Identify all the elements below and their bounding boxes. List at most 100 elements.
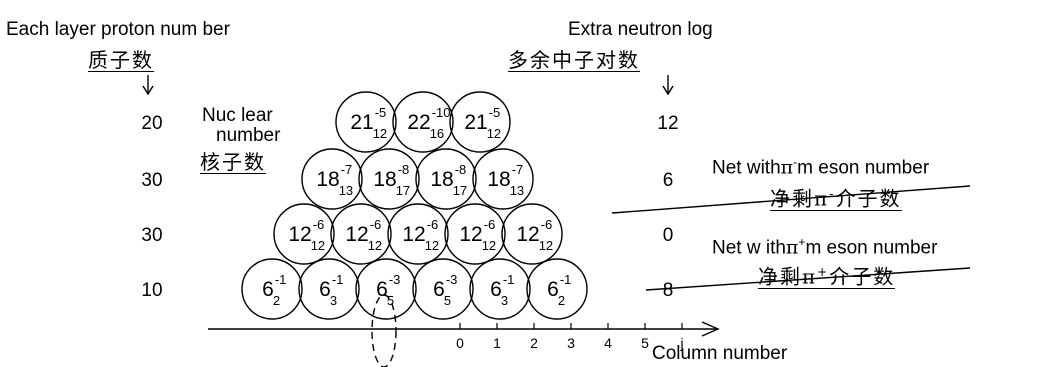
node-main-value: 6 <box>262 278 274 301</box>
nuclear-label-en-1: Nuc lear <box>202 105 273 126</box>
node-sup-value: -8 <box>398 162 410 177</box>
node-main-value: 6 <box>376 278 388 301</box>
dashed-ellipse <box>371 294 397 367</box>
nucleon-node: 12-612 <box>444 203 506 265</box>
nucleon-node: 12-612 <box>330 203 392 265</box>
proton-count: 30 <box>141 225 162 246</box>
node-sup-value: -10 <box>432 105 451 120</box>
nucleon-node: 6-13 <box>298 258 360 320</box>
node-circle <box>469 258 531 320</box>
nucleon-node: 18-713 <box>472 148 534 210</box>
axis-tick-label: j <box>679 335 683 351</box>
nucleon-node: 21-5 12 <box>335 91 397 153</box>
node-sup-value: -6 <box>484 217 496 232</box>
node-main-value: 12 <box>402 223 425 246</box>
nuclear-label-zh: 核子数 <box>200 150 266 174</box>
node-circle <box>358 148 420 210</box>
node-main-value: 22 <box>407 111 430 134</box>
node-main-value: 18 <box>430 168 453 191</box>
nucleon-node: 21-5 12 <box>449 91 511 153</box>
neutron-label-zh: 多余中子对数 <box>508 48 640 72</box>
node-sub-value: 3 <box>330 293 337 308</box>
pi-minus-label-en: Net withπ-m eson number <box>712 155 930 179</box>
node-sup-value: -6 <box>313 217 325 232</box>
node-sub-value: 12 <box>482 238 496 253</box>
extra-neutron-count: 0 <box>663 225 674 246</box>
axis-tick-label: 4 <box>604 335 612 351</box>
node-sub-value: 17 <box>396 183 410 198</box>
node-circle <box>444 203 506 265</box>
nucleon-node: 6-12 <box>241 258 303 320</box>
node-sup-value: -5 <box>489 105 501 120</box>
axis-arrow-icon <box>701 321 720 337</box>
nucleon-node: 18-817 <box>415 148 477 210</box>
extra-neutron-count: 12 <box>657 113 678 134</box>
node-sub-value: 12 <box>425 238 439 253</box>
nucleon-node: 6-13 <box>469 258 531 320</box>
axis-tick-label: 2 <box>530 335 538 351</box>
node-circle <box>392 91 454 153</box>
node-sup-value: -1 <box>332 272 344 287</box>
node-circle <box>526 258 588 320</box>
node-sub-value: 2 <box>558 293 565 308</box>
node-circle <box>449 91 511 153</box>
nucleon-node: 12-612 <box>501 203 563 265</box>
pi-plus-label-en: Net w ithπ+m eson number <box>712 235 938 259</box>
nucleon-node: 6-35 <box>355 258 417 320</box>
node-main-value: 12 <box>516 223 539 246</box>
node-sub-value: 16 <box>430 126 444 141</box>
node-main-value: 21 <box>350 111 373 134</box>
node-sup-value: -6 <box>370 217 382 232</box>
node-sub-value: 12 <box>311 238 325 253</box>
node-main-value: 12 <box>288 223 311 246</box>
node-main-value: 18 <box>487 168 510 191</box>
node-circle <box>330 203 392 265</box>
proton-count: 20 <box>141 113 162 134</box>
node-circle <box>412 258 474 320</box>
nucleon-node: 18-8 17 <box>358 148 420 210</box>
nucleon-node: 12-612 <box>387 203 449 265</box>
proton-count: 10 <box>141 280 162 301</box>
node-sup-value: -6 <box>541 217 553 232</box>
node-sup-value: -1 <box>275 272 287 287</box>
node-sup-value: -5 <box>375 105 387 120</box>
node-main-value: 12 <box>345 223 368 246</box>
neutron-arrow-head-icon <box>662 85 674 96</box>
node-circle <box>241 258 303 320</box>
node-main-value: 6 <box>490 278 502 301</box>
axis-tick-label: 1 <box>493 335 501 351</box>
proton-label-en: Each layer proton num ber <box>6 19 230 40</box>
node-circle <box>298 258 360 320</box>
node-circle <box>501 203 563 265</box>
node-main-value: 18 <box>373 168 396 191</box>
extra-neutron-count: 6 <box>663 170 674 191</box>
extra-neutron-count: 8 <box>663 280 674 301</box>
node-circle <box>387 203 449 265</box>
node-sub-value: 12 <box>539 238 553 253</box>
pi-plus-leader-line <box>645 267 971 291</box>
node-main-value: 6 <box>547 278 559 301</box>
axis-tick-label: 0 <box>456 335 464 351</box>
node-sub-value: 3 <box>501 293 508 308</box>
node-sup-value: -7 <box>341 162 353 177</box>
node-circle <box>415 148 477 210</box>
axis-tick-label: 5 <box>641 335 649 351</box>
pi-symbol: π <box>780 156 794 179</box>
node-sub-value: 12 <box>487 126 501 141</box>
proton-count: 30 <box>141 170 162 191</box>
node-circle <box>472 148 534 210</box>
node-sub-value: 17 <box>453 183 467 198</box>
node-sub-value: 12 <box>368 238 382 253</box>
node-sup-value: -6 <box>427 217 439 232</box>
node-sup-value: -3 <box>446 272 458 287</box>
node-main-value: 21 <box>464 111 487 134</box>
node-sub-value: 13 <box>339 183 353 198</box>
nucleon-node: 6-12 <box>526 258 588 320</box>
nuclear-label-en-2: number <box>216 125 281 146</box>
nucleon-node: 12-612 <box>273 203 335 265</box>
pi-minus-label-zh: 净剩π-介子数 <box>770 186 902 211</box>
node-sub-value: 5 <box>387 293 394 308</box>
node-sub-value: 12 <box>373 126 387 141</box>
axis-tick-label: 3 <box>567 335 575 351</box>
